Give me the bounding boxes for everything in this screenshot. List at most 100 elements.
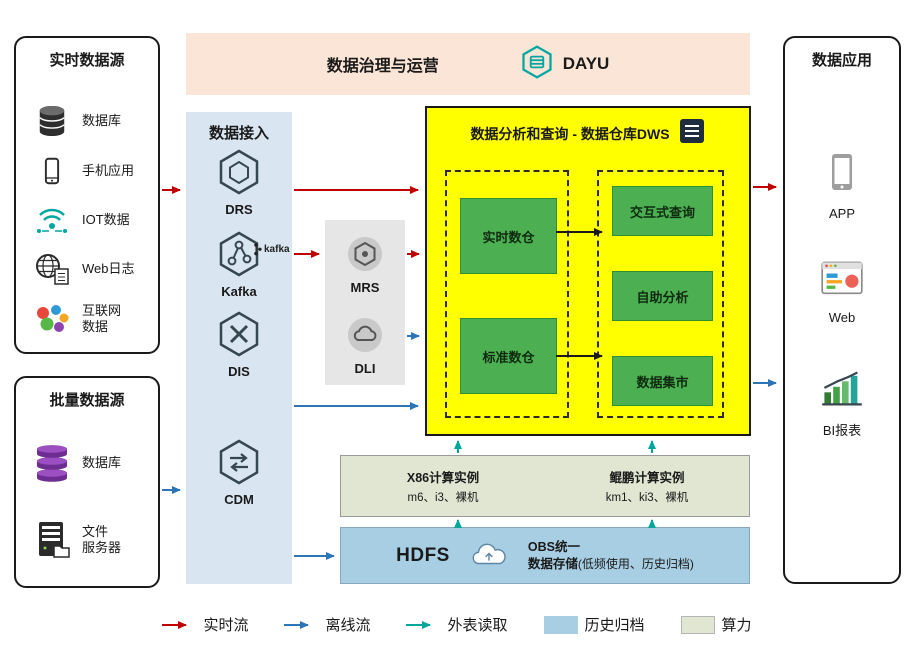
iot-icon [30,204,74,236]
application-label: Web [828,310,856,325]
obs-note: (低频使用、历史归档) [577,556,694,571]
kunpeng-compute-title: 鲲鹏计算实例 [609,471,685,485]
legend-realtime-flow: 实时流 [162,614,248,635]
governance-banner: 数据治理与运营 DAYU [186,33,750,95]
x86-compute-specs: m6、i3、裸机 [407,492,479,504]
service-name: DRS [225,202,253,217]
application-bi-report: BI报表 [785,370,899,439]
cell-self-service-analysis: 自助分析 [612,271,713,321]
service-dis: DIS [186,310,292,379]
dayu-label: DAYU [562,54,610,73]
source-item-iot: IOT数据 [30,204,154,236]
web-log-icon [30,252,74,286]
batch-sources-title: 批量数据源 [49,392,125,409]
source-label: Web日志 [82,261,135,277]
file-server-icon [30,520,74,560]
kafka-icon [215,231,263,282]
web-icon [820,261,864,302]
legend-archive: 历史归档 [543,614,645,635]
service-name: Kafka [221,284,257,299]
kafka-wordmark-label: kafka [264,244,290,255]
ingestion-column: 数据接入 DRS kafka Kafka DIS [186,112,292,584]
service-name: CDM [224,492,254,507]
applications-panel: 数据应用 APP Web BI报表 [783,36,901,584]
kafka-logo-glyph [254,243,262,256]
realtime-sources-list: 数据库 手机应用 IOT数据 Web日志 [30,96,154,344]
blue-arrow-icon [284,620,310,629]
source-item-internet-data: 互联网 数据 [30,303,154,336]
app-icon [826,154,858,198]
dayu-brand: DAYU [519,44,610,85]
realtime-sources-panel: 实时数据源 数据库 手机应用 IOT数据 [14,36,160,354]
dws-title-row: 数据分析和查询 - 数据仓库DWS [427,117,749,150]
analytics-services-box: MRS DLI [325,220,405,385]
service-mrs: MRS [325,234,405,295]
warehouse-group: 实时数仓 标准数仓 [445,170,569,418]
source-item-web-log: Web日志 [30,252,154,286]
source-item-file-server: 文件 服务器 [30,520,154,560]
kunpeng-compute: 鲲鹏计算实例 km1、ki3、裸机 [545,456,749,516]
application-app: APP [785,150,899,221]
mrs-icon [345,237,385,278]
dis-icon [215,311,263,362]
source-label: IOT数据 [82,211,130,227]
applications-title: 数据应用 [811,52,872,69]
compute-power-swatch [680,615,715,634]
legend-label: 算力 [721,617,752,634]
compute-instances-box: X86计算实例 m6、i3、裸机 鲲鹏计算实例 km1、ki3、裸机 [340,455,750,517]
legend-offline-flow: 离线流 [284,614,370,635]
storage-box: HDFS OBS统一 数据存储(低频使用、历史归档) [340,527,750,584]
red-arrow-icon [162,620,188,629]
internet-data-icon [30,303,74,335]
bi-report-icon [820,371,864,412]
ingestion-title: 数据接入 [208,125,269,142]
legend-label: 离线流 [325,617,371,634]
source-label: 互联网 数据 [82,303,122,335]
archive-swatch [543,615,578,634]
legend-external-read: 外表读取 [406,614,508,635]
kunpeng-compute-specs: km1、ki3、裸机 [605,492,689,504]
cell-realtime-warehouse: 实时数仓 [460,198,557,274]
obs-line2: 数据存储(低频使用、历史归档) [528,556,694,573]
application-label: BI报表 [822,423,862,438]
cloud-icon [468,538,510,573]
x86-compute-title: X86计算实例 [406,471,480,485]
dayu-icon [519,44,555,85]
cell-data-mart: 数据集市 [612,356,713,406]
dws-box: 数据分析和查询 - 数据仓库DWS 实时数仓 标准数仓 交互式查询 自助分析 数… [425,106,751,436]
consumption-group: 交互式查询 自助分析 数据集市 [597,170,724,418]
report-icon [678,117,706,150]
source-item-database: 数据库 [30,104,154,138]
service-cdm: CDM [186,438,292,507]
governance-title: 数据治理与运营 [326,58,439,75]
batch-sources-list: 数据库 文件 服务器 [30,424,154,578]
service-name: MRS [350,280,380,295]
batch-sources-panel: 批量数据源 数据库 文件 服务器 [14,376,160,588]
dli-icon [345,318,385,359]
service-name: DLI [354,361,376,376]
cell-interactive-query: 交互式查询 [612,186,713,236]
x86-compute: X86计算实例 m6、i3、裸机 [341,456,545,516]
obs-storage-text: OBS统一 数据存储(低频使用、历史归档) [528,539,694,573]
hdfs-label: HDFS [396,544,450,566]
kafka-wordmark: kafka [253,242,290,257]
teal-arrow-icon [406,620,432,629]
phone-icon [30,155,74,187]
source-label: 数据库 [82,454,122,470]
drs-icon [215,149,263,200]
cdm-icon [215,439,263,490]
application-label: APP [828,206,855,221]
service-drs: DRS [186,148,292,217]
source-item-batch-database: 数据库 [30,442,154,484]
service-name: DIS [228,364,250,379]
application-web: Web [785,260,899,325]
legend: 实时流 离线流 外表读取 历史归档 算力 [0,614,914,635]
legend-compute-power: 算力 [680,614,752,635]
service-kafka: kafka Kafka [186,230,292,299]
obs-line1: OBS统一 [527,539,580,554]
source-label: 数据库 [82,113,122,129]
legend-label: 实时流 [203,617,249,634]
realtime-sources-title: 实时数据源 [49,52,125,69]
source-label: 手机应用 [82,162,135,178]
cell-standard-warehouse: 标准数仓 [460,318,557,394]
